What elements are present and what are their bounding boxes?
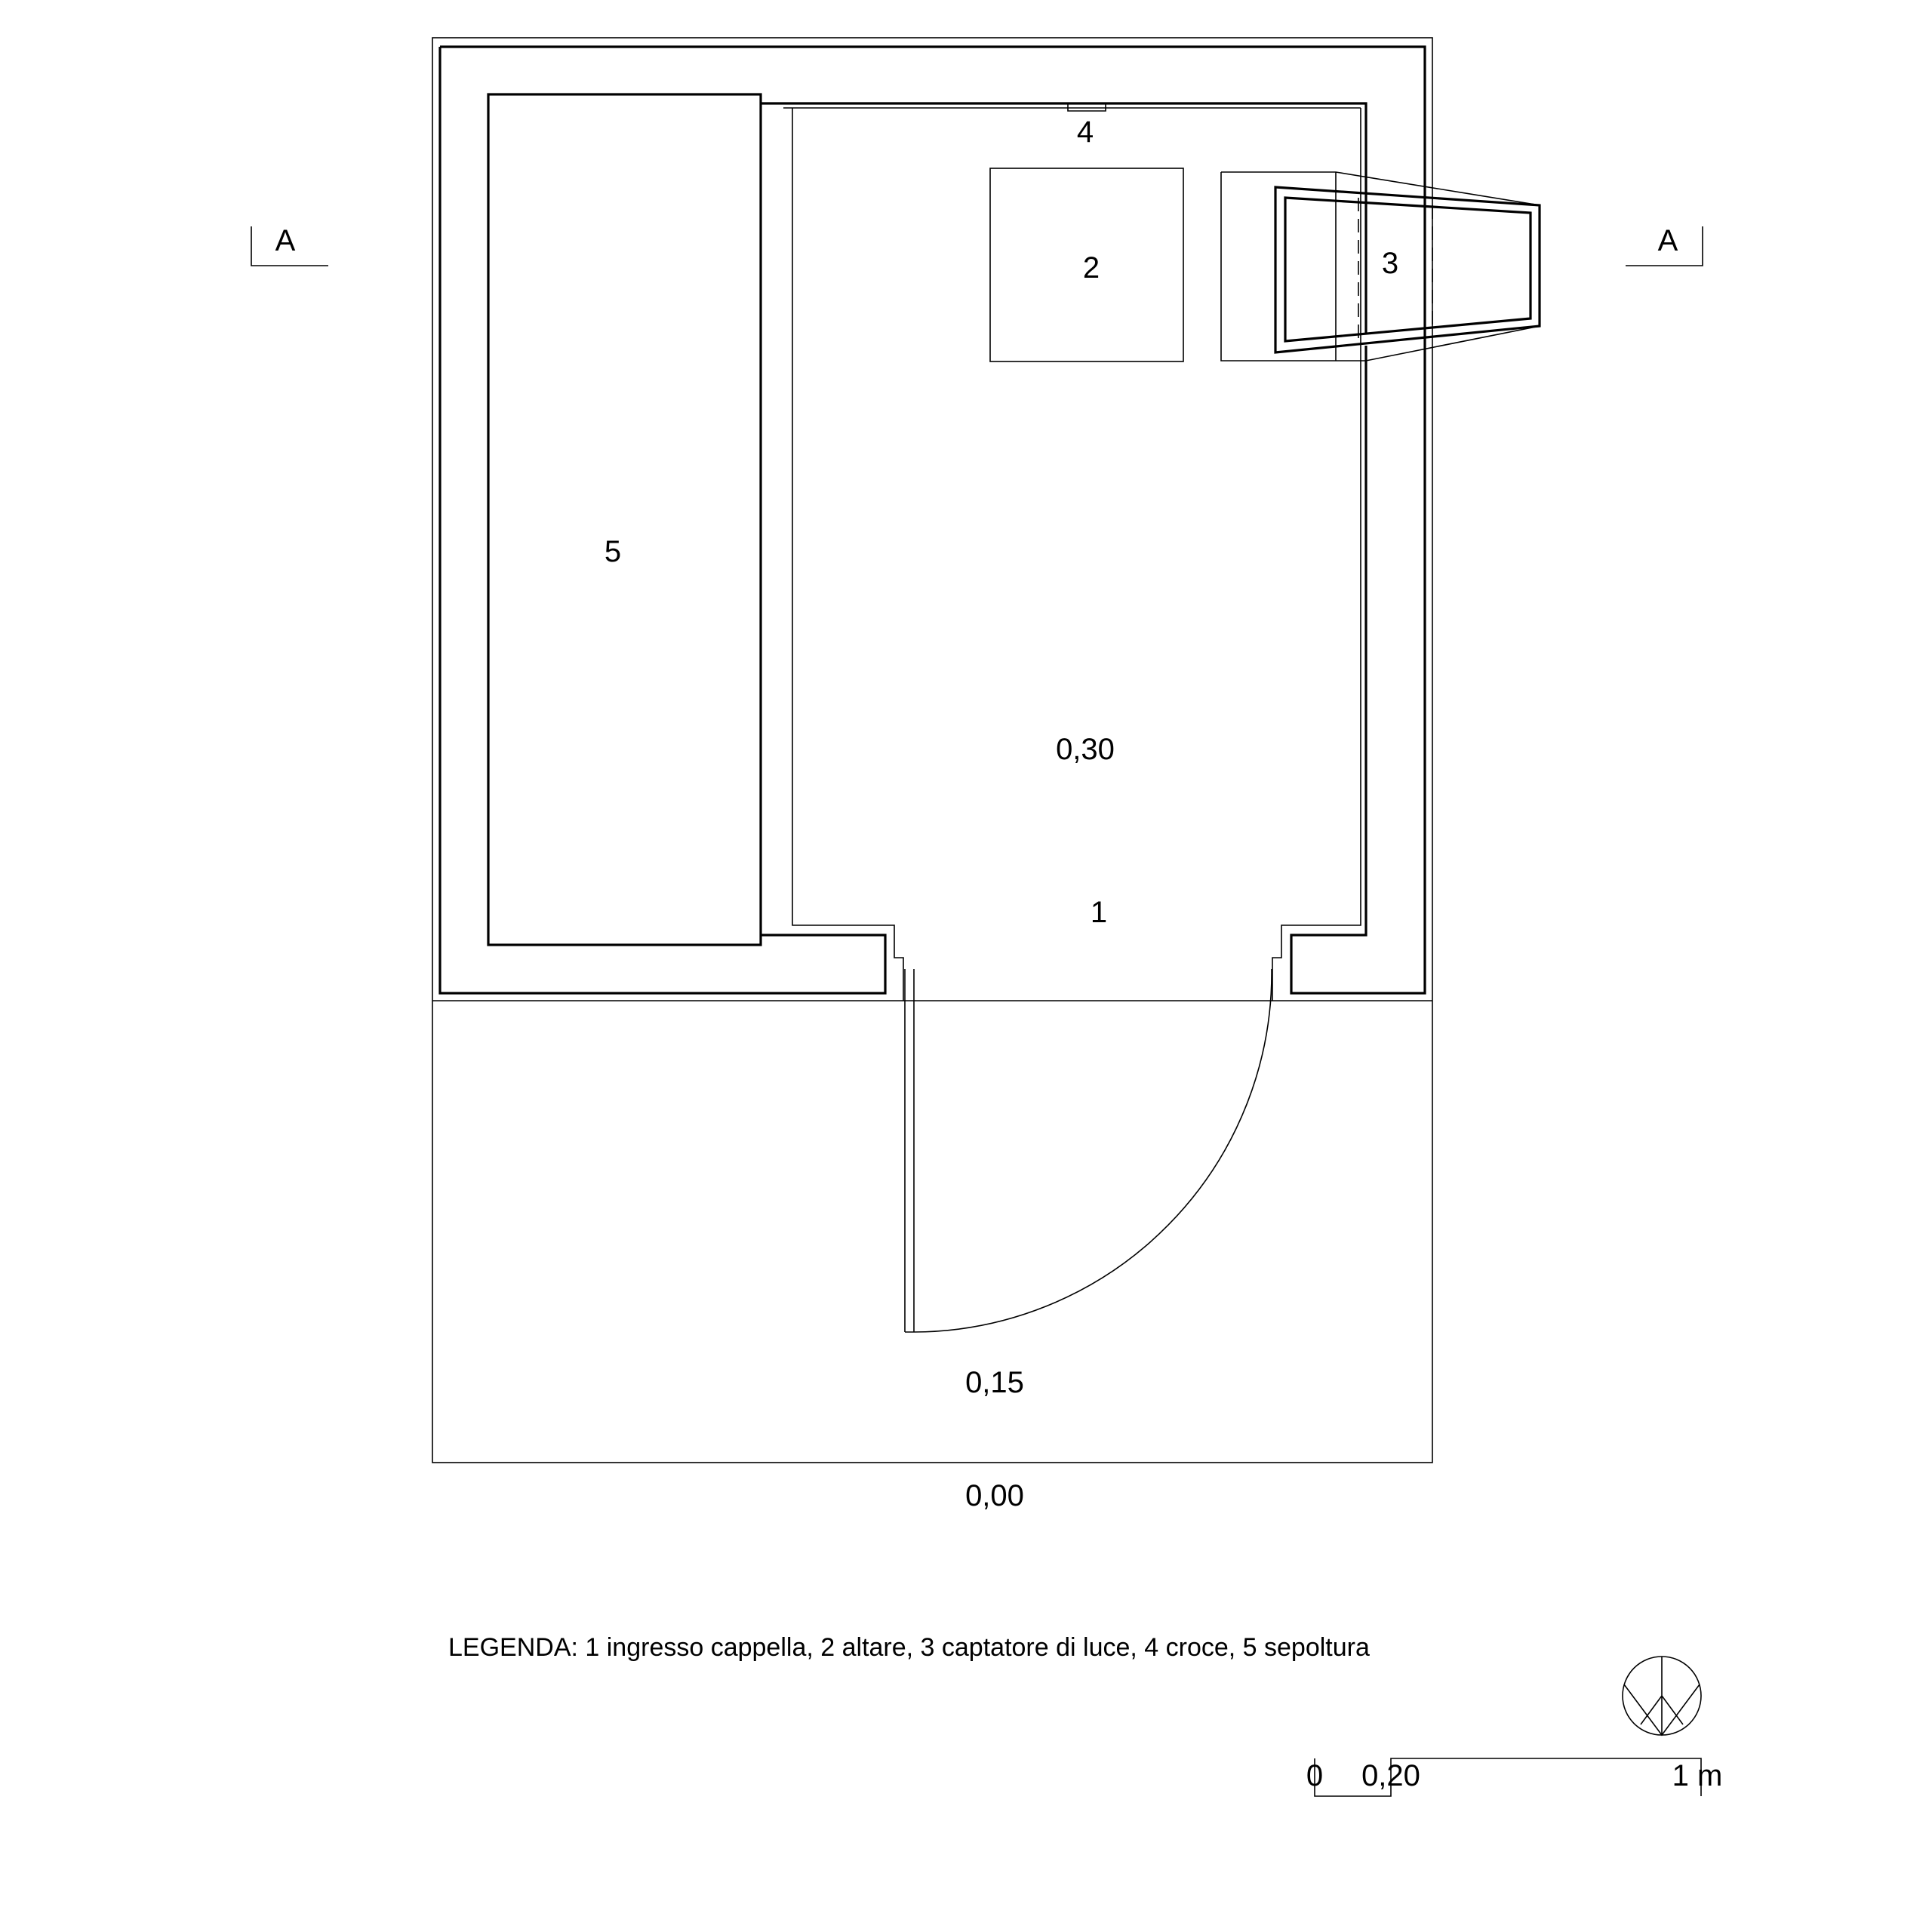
label-cross: 4 <box>1077 115 1094 149</box>
section-mark-right: A <box>1658 224 1678 257</box>
section-mark-right-line <box>1626 226 1703 266</box>
scale-label-zero: 0 <box>1306 1759 1323 1792</box>
section-mark-left-line <box>251 226 328 266</box>
level-ground: 0,00 <box>965 1479 1024 1512</box>
label-entrance: 1 <box>1091 896 1107 929</box>
chapel-outer-wall <box>438 45 1426 995</box>
level-step: 0,15 <box>965 1366 1024 1399</box>
burial-block <box>487 93 762 946</box>
label-light-catcher: 3 <box>1382 247 1398 280</box>
door-leaf <box>904 969 915 1333</box>
label-burial: 5 <box>605 535 621 568</box>
light-catcher-inner <box>1284 196 1532 343</box>
level-chapel-floor: 0,30 <box>1056 733 1115 766</box>
light-catcher-projection <box>1220 171 1540 361</box>
label-altar: 2 <box>1083 251 1100 285</box>
chapel-inner-lining <box>760 103 1361 1001</box>
scale-bar: 0 0,20 1 m <box>1306 1758 1723 1797</box>
altar-block <box>989 168 1184 362</box>
cross-marker <box>1067 103 1106 112</box>
door-swing-arc <box>913 968 1272 1333</box>
scale-label-end: 1 m <box>1672 1759 1723 1792</box>
scale-label-mid: 0,20 <box>1361 1759 1420 1792</box>
legend: LEGENDA: 1 ingresso cappella, 2 altare, … <box>448 1633 1370 1662</box>
north-arrow-icon <box>1622 1656 1702 1737</box>
podium-outline <box>432 37 1433 1463</box>
section-mark-left: A <box>275 224 296 257</box>
